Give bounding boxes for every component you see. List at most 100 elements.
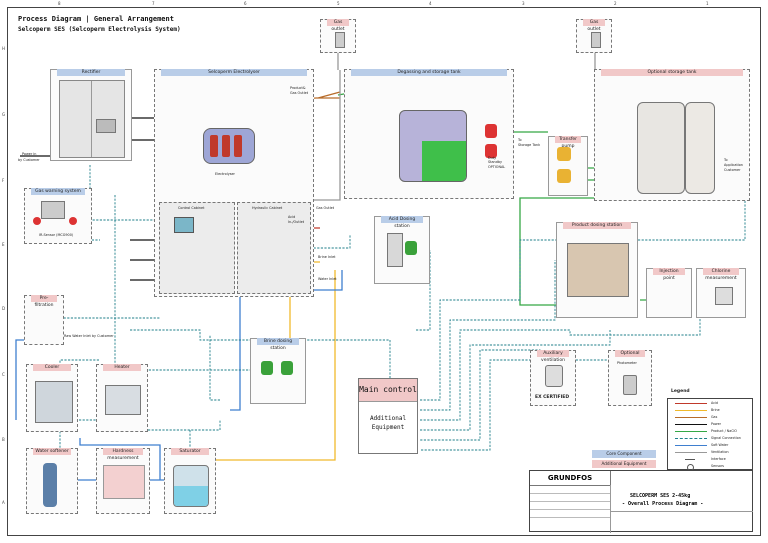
analyser-icon xyxy=(715,287,733,305)
to-storage-tank-label: To Storage Tank xyxy=(518,138,541,147)
water-inlet-label: Water Inlet xyxy=(318,277,337,281)
dosing-panel-icon xyxy=(567,243,629,297)
degassing-tank-block: Degassing and storage tank xyxy=(344,69,514,199)
acid-dosing-block: Acid Dosing station xyxy=(374,216,430,284)
title-block: GRUNDFOS SELCOPERM SES 2-45kg - Overall … xyxy=(529,470,753,533)
control-cabinet-label: Control Cabinet xyxy=(178,206,205,210)
auxiliary-ventilation-header: Auxiliary ventilation xyxy=(537,350,569,363)
ex-certified-label: EX CERTIFIED xyxy=(535,395,570,400)
optional-storage-header: Optional storage tank xyxy=(601,69,743,76)
photometer-icon xyxy=(623,375,637,395)
electrolyser-block: Selcoperm Electrolyser Electrolyser Cont… xyxy=(154,69,314,297)
optional-storage-block: Optional storage tank xyxy=(594,69,750,201)
title-block-line1: SELCOPERM SES 2-45kg xyxy=(630,493,691,499)
ruler-side-d: D xyxy=(2,306,6,311)
gas-outlet-right-block: Gas outlet xyxy=(576,19,612,53)
brine-dosing-header: Brine dosing station xyxy=(257,338,299,351)
legend-title: Legend xyxy=(671,389,690,394)
ruler-side-b: B xyxy=(2,437,5,442)
softener-column-icon xyxy=(43,463,57,507)
gas-outlet-left-header: Gas outlet xyxy=(327,19,349,32)
chlorine-measurement-header: Chlorine measurement xyxy=(703,268,739,281)
saturator-header: Saturator xyxy=(171,448,209,455)
storage-tank-icon xyxy=(637,102,685,194)
cooler-unit-icon xyxy=(35,381,73,423)
hardness-chart-icon xyxy=(103,465,145,499)
brine-inlet-label: Brine Inlet xyxy=(318,255,336,259)
transfer-pump-block: Transfer pump xyxy=(548,136,588,196)
diagram-title: Process Diagram | General Arrangement xyxy=(18,15,174,23)
power-in-label: Power in xyxy=(22,152,37,156)
pump-icon xyxy=(261,361,273,375)
legend-item-product: Product / NaClO xyxy=(671,428,749,435)
heater-header: Heater xyxy=(103,364,141,371)
saturator-tank-icon xyxy=(173,465,209,507)
brine-dosing-block: Brine dosing station xyxy=(250,338,306,404)
gas-warning-header: Gas warning system xyxy=(31,188,85,195)
degassing-tank-header: Degassing and storage tank xyxy=(351,69,507,76)
degassing-tank-icon xyxy=(399,110,467,182)
legend: Legend Acid Brine Gas Power Product / Na… xyxy=(667,389,753,471)
legend-item-brine: Brine xyxy=(671,407,749,414)
additional-equipment-line1: Additional xyxy=(369,415,407,422)
legend-item-power: Power xyxy=(671,421,749,428)
alarm-lamp-icon xyxy=(69,217,77,225)
water-softener-header: Water softener xyxy=(33,448,71,455)
main-control-title: Main control xyxy=(359,379,417,402)
pump-icon xyxy=(485,124,497,138)
ruler-side-f: F xyxy=(2,178,5,183)
ruler-top-5: 5 xyxy=(337,1,340,6)
gas-outlet-right-header: Gas outlet xyxy=(583,19,605,32)
cooler-header: Cooler xyxy=(33,364,71,371)
cooler-block: Cooler xyxy=(26,364,78,432)
pump-icon xyxy=(557,169,571,183)
vent-pipe-icon xyxy=(335,32,345,48)
legend-item-sensors: Sensors xyxy=(671,463,749,471)
hmi-screen-icon xyxy=(174,217,194,233)
storage-tank-icon xyxy=(685,102,715,194)
drawing-frame xyxy=(7,7,761,536)
transfer-pump-header: Transfer pump xyxy=(555,136,581,149)
photometer-label: Photometer xyxy=(617,361,637,365)
injection-point-header: Injection point xyxy=(653,268,685,281)
ruler-side-g: G xyxy=(2,112,6,117)
heater-block: Heater xyxy=(96,364,148,432)
additional-equipment-chip: Additional Equipment xyxy=(592,460,656,468)
legend-item-acid: Acid xyxy=(671,400,749,407)
pre-filtration-block: Pre-filtration xyxy=(24,295,64,345)
diagram-subtitle: Selcoperm SES (Selcoperm Electrolysis Sy… xyxy=(18,26,181,33)
ruler-top-6: 6 xyxy=(244,1,247,6)
injection-point-block: Injection point xyxy=(646,268,692,318)
ruler-top-4: 4 xyxy=(429,1,432,6)
vent-pipe-icon xyxy=(591,32,601,48)
saturator-block: Saturator xyxy=(164,448,216,514)
legend-item-signal: Signal Connection xyxy=(671,435,749,442)
pump-icon xyxy=(485,144,497,158)
ruler-side-h: H xyxy=(2,46,6,51)
product-dosing-block: Product dosing station xyxy=(556,222,638,318)
ruler-side-c: C xyxy=(2,372,5,377)
pump-icon xyxy=(405,241,417,255)
company-logo: GRUNDFOS xyxy=(530,471,611,486)
legend-item-gas: Gas xyxy=(671,414,749,421)
gas-outlet-label: Gas Outlet xyxy=(316,206,335,210)
gas-warning-block: Gas warning system IR-Sensor (MCG900) xyxy=(24,188,92,244)
acid-dosing-header: Acid Dosing station xyxy=(381,216,423,229)
hydraulic-cabinet-label: Hydraulic Cabinet xyxy=(252,206,283,210)
rectifier-cabinet-icon xyxy=(59,80,125,158)
control-cabinet-block: Control Cabinet xyxy=(159,202,235,294)
fan-icon xyxy=(545,365,563,387)
ruler-side-a: A xyxy=(2,500,5,505)
water-softener-block: Water softener xyxy=(26,448,78,514)
by-customer-label: by Customer xyxy=(18,158,40,162)
photometer-block: Optional Photometer xyxy=(608,350,652,406)
alarm-lamp-icon xyxy=(33,217,41,225)
ruler-top-2: 2 xyxy=(614,1,617,6)
hardness-measurement-header: Hardness measurement xyxy=(103,448,143,461)
legend-item-interface: Interface xyxy=(671,456,749,463)
title-block-line2: - Overall Process Diagram - xyxy=(622,501,704,507)
raw-water-inlet-label: Raw Water Inlet by Customer xyxy=(64,334,114,338)
rectifier-header: Rectifier xyxy=(57,69,125,76)
gas-sensor-icon xyxy=(41,201,65,219)
